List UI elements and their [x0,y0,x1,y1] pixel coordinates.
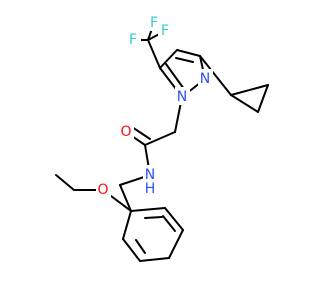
atom-bg-h-amide [143,179,158,197]
bond-cf3-ring [147,39,161,69]
atom-label-f-left: F [129,32,137,48]
bond-ar-4 [168,229,184,259]
bond-ar-5 [164,207,184,231]
atom-label-n-pyrazole-1: N [200,71,210,87]
atom-bg-n-pyrazole-2 [175,87,190,105]
bond-cyclopropyl-1 [230,84,269,96]
bond-ar-double-2 [162,215,176,232]
atom-labels: F F F N N O N H O [96,13,213,198]
bond-ar-6 [130,207,166,212]
atom-bg-o-ether [96,180,111,198]
molecule-structure: F F F N N O N H O [55,13,269,262]
bond-cyclopropyl-3 [257,84,269,113]
bond-c4-c3 [159,49,178,69]
atom-bg-f-top [146,13,161,31]
bond-ar-double-1 [135,239,146,254]
atom-bg-f-right [158,21,173,39]
atom-label-f-right: F [161,23,169,39]
atom-label-n-amide: N [145,167,155,183]
atom-label-o-ether: O [97,182,108,198]
bond-c5-cyclopropyl [199,55,232,96]
atom-label-o-carbonyl: O [120,124,131,140]
bond-c5-c4 [176,49,201,57]
bond-c3-n2-double [165,63,185,90]
bond-ch2-aromatic [119,184,132,212]
atom-bg-f-left [126,30,141,48]
atom-label-h-amide: H [145,181,156,197]
bond-cyclopropyl-2 [230,94,259,113]
atom-bg-n-amide [143,165,158,183]
bond-ar-3 [139,257,170,262]
bond-ar-1 [122,210,132,240]
bond-ch2-ch3 [55,174,75,191]
bond-ar-double-3 [144,216,163,219]
atom-label-n-pyrazole-2: N [177,89,187,105]
bond-c5-c4-double [175,57,194,63]
atom-bg-o-carbonyl [119,122,134,140]
bonds [55,22,269,262]
atom-bg-n-pyrazole-1 [198,69,213,87]
bond-ch2-co [144,131,176,146]
bond-ar-2 [122,238,141,262]
atom-label-f-top: F [150,15,158,31]
